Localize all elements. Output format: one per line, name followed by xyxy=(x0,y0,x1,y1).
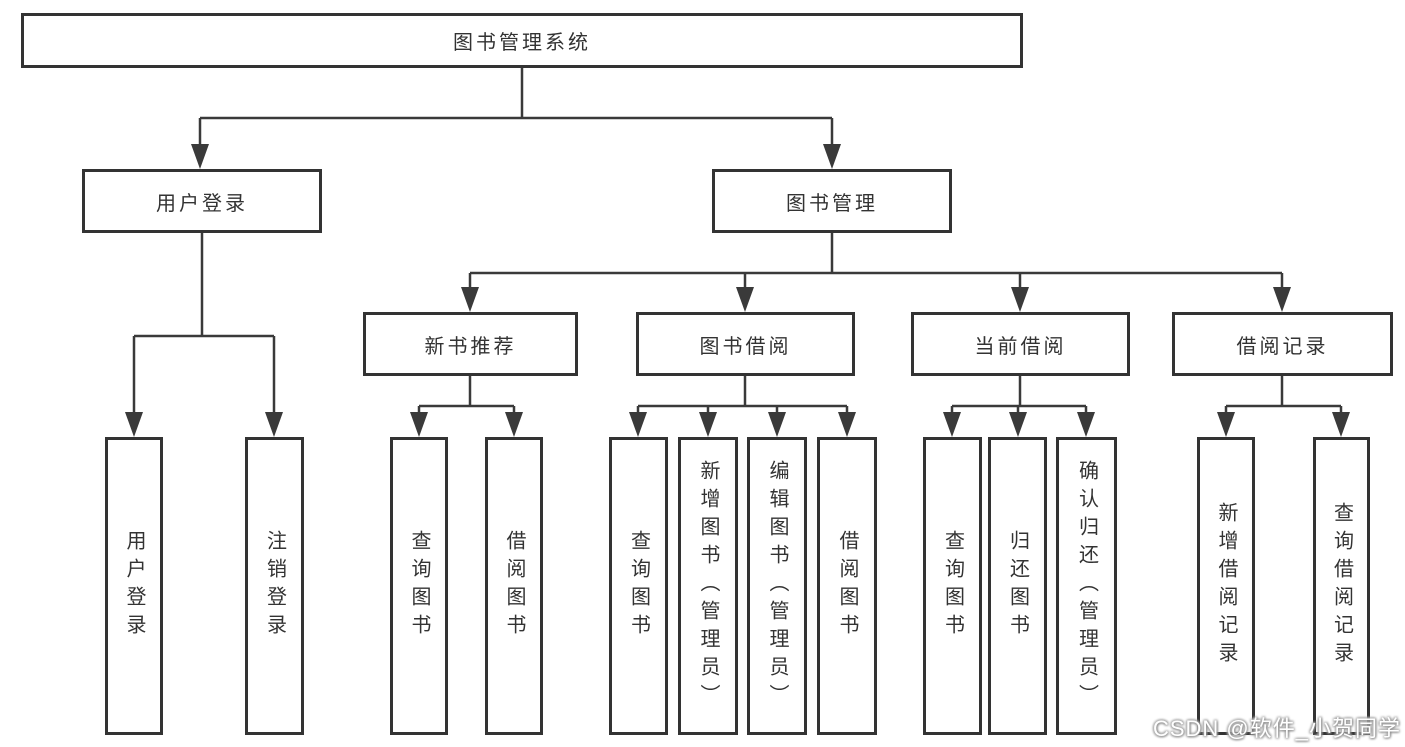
node-label: 新增借阅记录 xyxy=(1215,502,1237,670)
leaf-user-login: 用户登录 xyxy=(105,437,163,735)
leaf-query-borrow-record: 查询借阅记录 xyxy=(1313,437,1370,735)
connector-borrow-records xyxy=(1224,374,1343,418)
node-label: 注销登录 xyxy=(263,530,286,642)
node-label: 查询图书 xyxy=(408,530,430,642)
node-book-borrow: 图书借阅 xyxy=(636,312,855,376)
node-label: 图书管理系统 xyxy=(453,32,591,54)
leaf-add-borrow-record: 新增借阅记录 xyxy=(1197,437,1255,735)
leaf-edit-books-admin: 编辑图书（管理员） xyxy=(747,437,807,735)
leaf-query-books-current: 查询图书 xyxy=(923,437,982,735)
node-label: 图书借阅 xyxy=(699,335,792,358)
leaf-logout: 注销登录 xyxy=(245,437,304,735)
node-label: 查询图书 xyxy=(627,530,650,642)
leaf-query-books-recommend: 查询图书 xyxy=(390,437,448,735)
node-label: 借阅图书 xyxy=(503,530,525,642)
connector-user-login xyxy=(132,231,276,418)
node-borrow-records: 借阅记录 xyxy=(1172,312,1393,376)
node-label: 借阅图书 xyxy=(836,530,858,642)
node-label: 用户登录 xyxy=(156,192,248,215)
node-label: 确认归还（管理员） xyxy=(1075,460,1098,712)
node-label: 编辑图书（管理员） xyxy=(766,460,788,712)
leaf-return-books: 归还图书 xyxy=(988,437,1047,735)
connector-current-borrow xyxy=(950,374,1088,418)
leaf-borrow-books: 借阅图书 xyxy=(817,437,877,735)
connector-book-borrow xyxy=(636,374,849,418)
node-label: 归还图书 xyxy=(1006,530,1029,642)
leaf-add-books-admin: 新增图书（管理员） xyxy=(678,437,738,735)
leaf-borrow-books-recommend: 借阅图书 xyxy=(485,437,543,735)
node-label: 借阅记录 xyxy=(1236,335,1329,358)
node-label: 用户登录 xyxy=(123,530,145,642)
csdn-watermark: CSDN @软件_小贺同学 xyxy=(1152,716,1401,741)
node-current-borrow: 当前借阅 xyxy=(911,312,1130,376)
node-label: 新书推荐 xyxy=(424,335,517,358)
node-user-login: 用户登录 xyxy=(82,169,322,233)
node-label: 当前借阅 xyxy=(974,335,1067,358)
node-label: 查询借阅记录 xyxy=(1330,502,1353,670)
leaf-confirm-return-admin: 确认归还（管理员） xyxy=(1056,437,1117,735)
connector-book-management xyxy=(468,231,1284,293)
node-book-management: 图书管理 xyxy=(712,169,952,233)
node-library-management-system: 图书管理系统 xyxy=(21,13,1023,68)
node-label: 新增图书（管理员） xyxy=(697,460,719,712)
connector-new-book-recommend xyxy=(417,374,516,418)
leaf-query-books-borrow: 查询图书 xyxy=(609,437,668,735)
node-label: 图书管理 xyxy=(786,192,878,215)
node-label: 查询图书 xyxy=(941,530,964,642)
connector-root xyxy=(198,66,834,150)
node-new-book-recommend: 新书推荐 xyxy=(363,312,578,376)
